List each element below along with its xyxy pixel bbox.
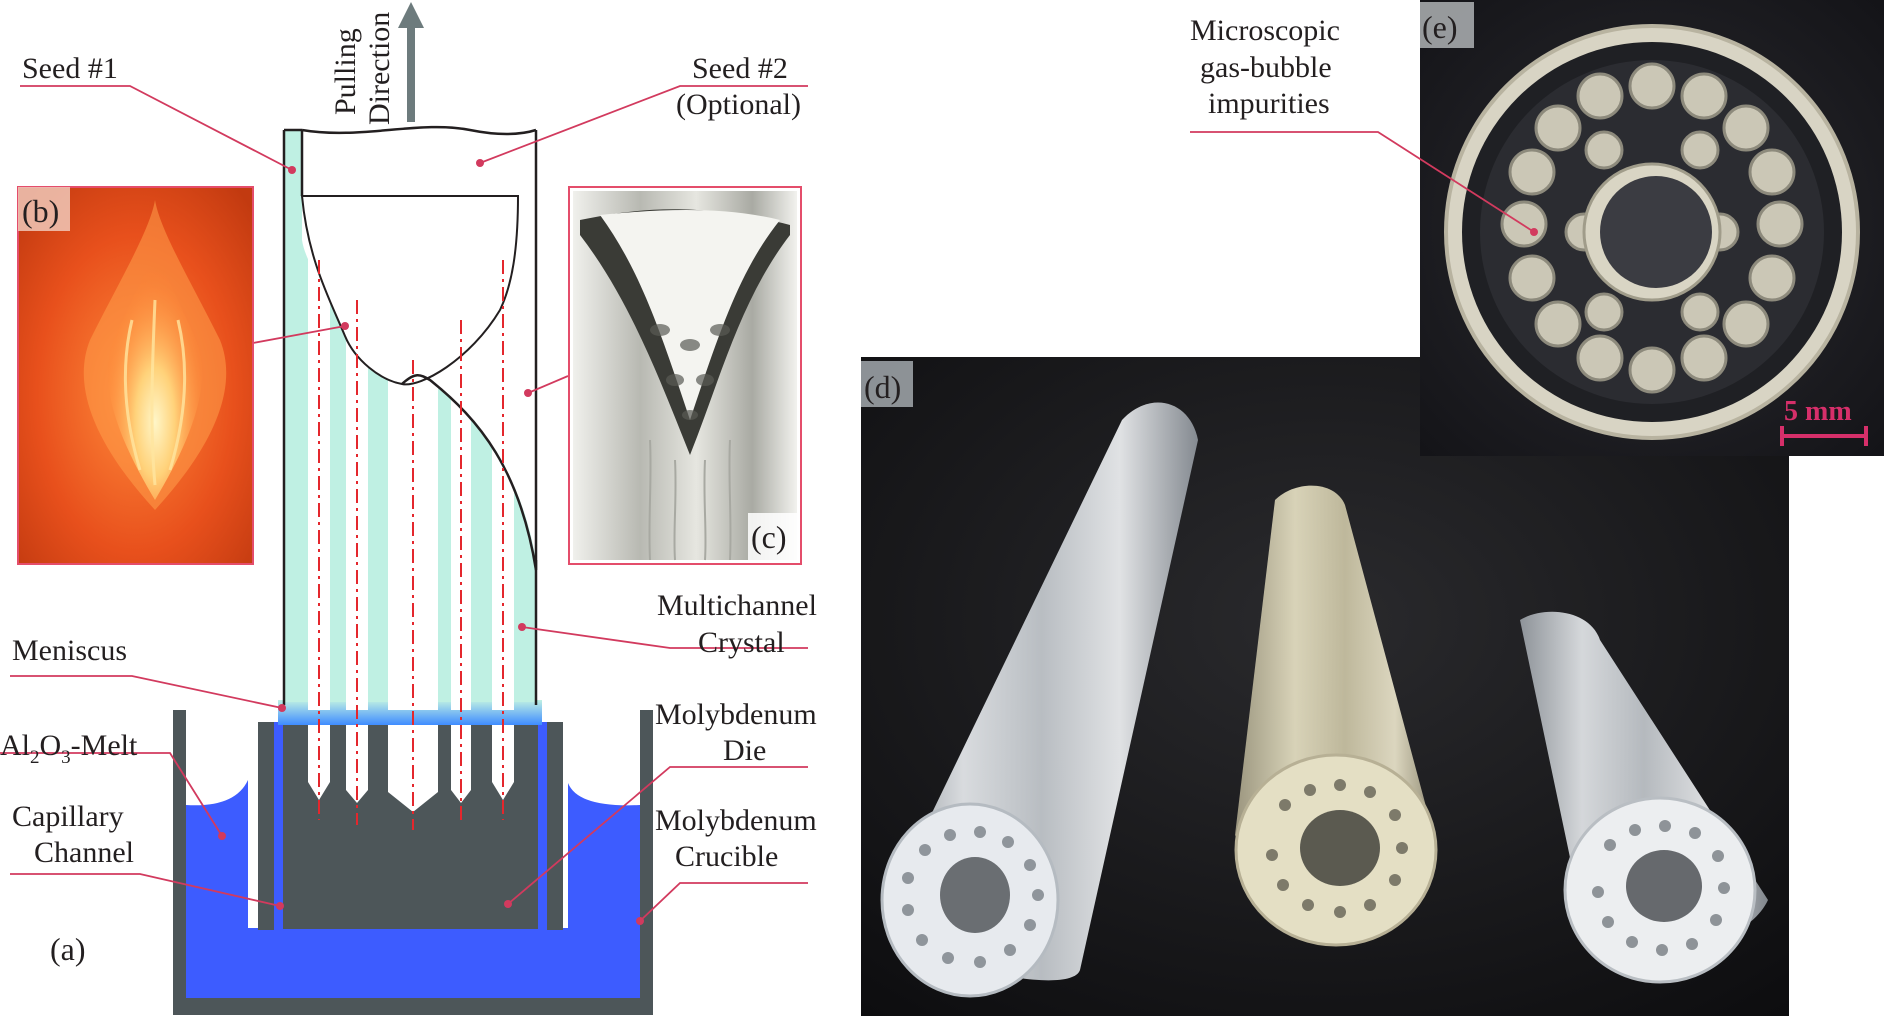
multichannel-crystal	[282, 125, 538, 830]
capillary-melt-right	[538, 722, 547, 929]
impurity-label-1: Microscopic	[1190, 14, 1340, 47]
panel-a-tag: (a)	[50, 931, 86, 967]
pulling-label-1: Pulling	[329, 28, 362, 115]
panel-e-photo: (e) 5 mm Microscopic gas-bubble impuriti…	[1190, 0, 1884, 456]
rod-medium	[1234, 485, 1438, 947]
cross-section-channels	[1500, 62, 1804, 394]
seed2-label: Seed #2	[692, 52, 788, 85]
panel-d-photo: (d)	[861, 357, 1789, 1016]
die-outer-wall-left	[258, 722, 274, 930]
seed2-optional-label: (Optional)	[676, 88, 801, 121]
impurity-leader-dot	[1530, 228, 1538, 236]
impurity-leader	[1190, 131, 1535, 233]
melt-bottom	[186, 928, 640, 998]
growth-diagram: Pulling Direction Se	[0, 2, 817, 1015]
capillary-label-1: Capillary	[12, 800, 124, 833]
impurity-label-3: impurities	[1208, 87, 1330, 120]
multichannel-label-1: Multichannel	[657, 589, 817, 622]
meniscus-label: Meniscus	[12, 634, 127, 667]
leader-dots	[218, 159, 644, 925]
multichannel-label-2: Crystal	[698, 626, 785, 659]
pulling-label-2: Direction	[363, 12, 396, 125]
panel-b-tag: (b)	[22, 193, 59, 229]
die-label-2: Die	[723, 734, 766, 767]
panel-e-tag: (e)	[1422, 9, 1458, 45]
capillary-label-2: Channel	[34, 836, 134, 869]
die-outer-wall-right	[547, 722, 563, 930]
panel-d-tag: (d)	[864, 369, 901, 405]
panel-c-tag: (c)	[751, 519, 787, 555]
pulling-direction-arrow	[398, 2, 424, 122]
panel-b-photo: (b)	[17, 186, 254, 565]
impurity-label-2: gas-bubble	[1200, 51, 1332, 84]
scale-bar-label: 5 mm	[1784, 396, 1852, 427]
crucible-label-1: Molybdenum	[655, 804, 817, 837]
seed1-label: Seed #1	[22, 52, 118, 85]
rod-small	[1520, 611, 1768, 984]
capillary-melt-left	[274, 722, 283, 929]
panel-c-photo: (c)	[568, 186, 802, 565]
rod-large	[880, 402, 1198, 998]
crucible-label-2: Crucible	[675, 840, 778, 873]
die-label-1: Molybdenum	[655, 698, 817, 731]
melt-label: Al2O3-Melt	[0, 729, 138, 768]
leader-lines	[0, 85, 808, 922]
scale-bar: 5 mm	[1780, 396, 1868, 446]
